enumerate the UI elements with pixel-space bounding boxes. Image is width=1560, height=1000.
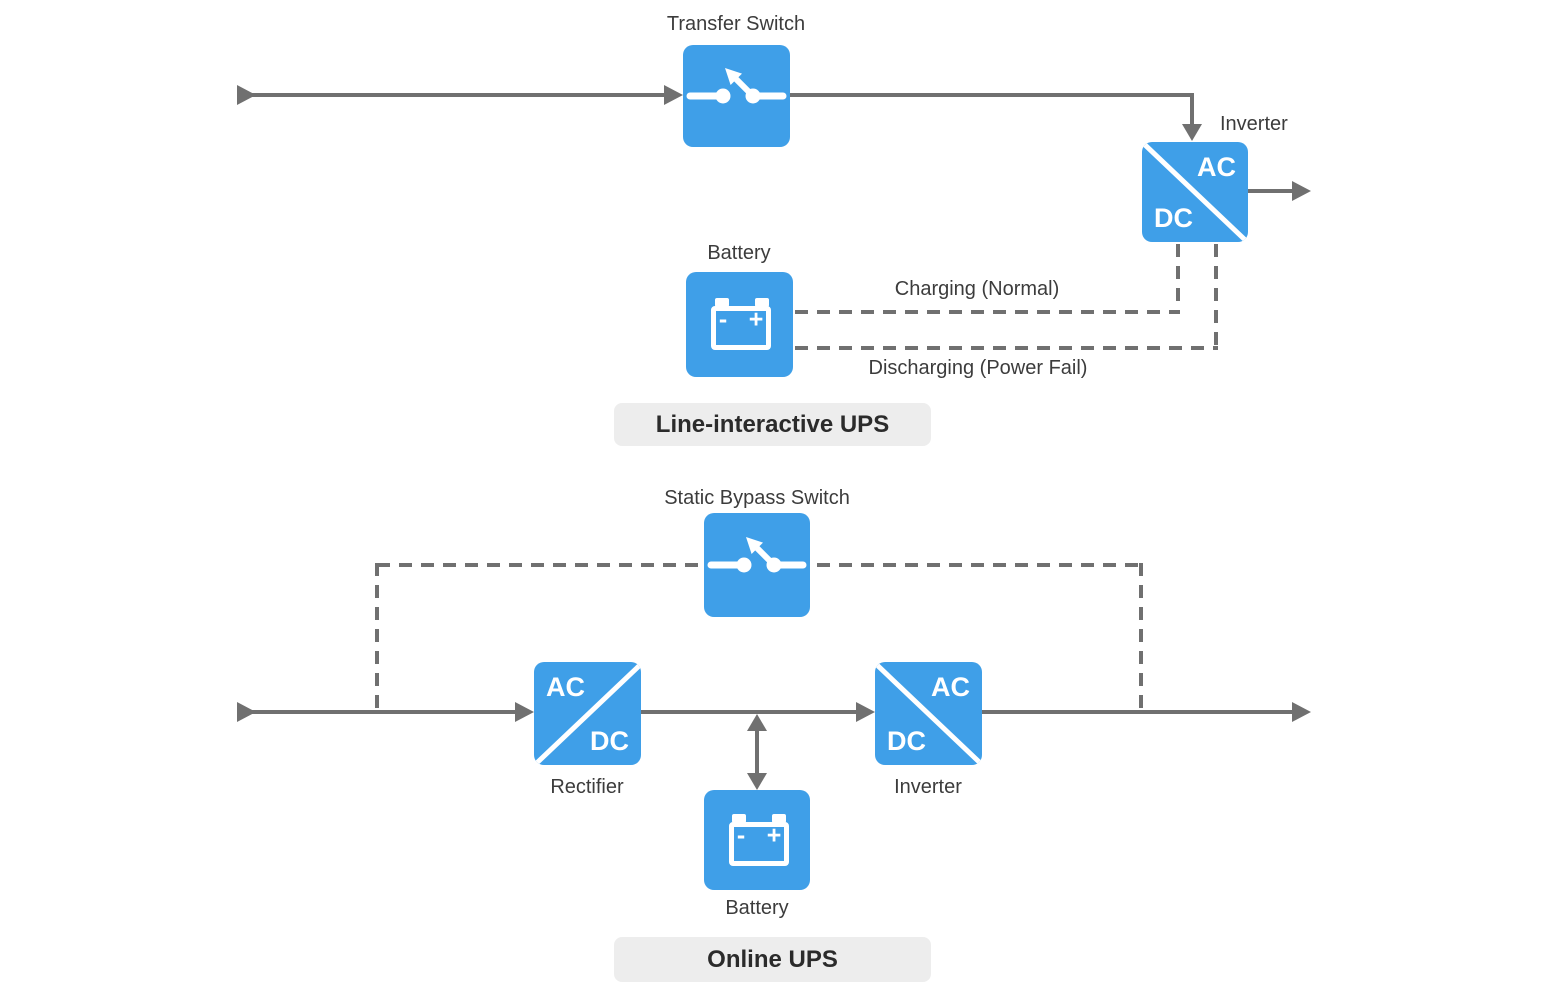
arrow-into-rectifier-icon (515, 702, 534, 722)
output-line (1248, 189, 1294, 193)
switch-to-inverter-line (790, 93, 1194, 97)
switch-icon (686, 68, 787, 104)
output-arrow-icon (1292, 181, 1311, 201)
battery-body (729, 822, 789, 866)
battery-node: - + (704, 790, 810, 890)
line-interactive-ups-badge-text: Line-interactive UPS (655, 410, 890, 438)
battery-link-up-arrow-icon (747, 714, 767, 731)
charging-dashed-line (795, 310, 1180, 314)
battery-link-down-arrow-icon (747, 773, 767, 790)
online-ups-badge: Online UPS (614, 937, 931, 982)
battery-minus-sign: - (718, 305, 728, 334)
battery-terminal (715, 298, 729, 307)
discharging-dashed-line (795, 346, 1218, 350)
inverter-node: AC DC (1142, 142, 1248, 242)
battery-link-line (755, 728, 759, 776)
inverter-label: Inverter (1220, 113, 1288, 135)
inverter-ac-label: AC (931, 672, 970, 702)
bypass-dashed-riser-right (1139, 563, 1143, 712)
discharging-label: Discharging (Power Fail) (868, 357, 1088, 379)
rectifier-to-inverter-line (641, 710, 856, 714)
battery-body (711, 306, 771, 350)
switch-icon (707, 537, 807, 573)
inverter-label: Inverter (894, 776, 962, 798)
rectifier-label: Rectifier (550, 776, 624, 798)
online-ups-badge-text: Online UPS (707, 945, 838, 973)
inverter-ac-label: AC (1197, 152, 1236, 182)
rectifier-dc-label: DC (590, 726, 629, 756)
inverter-node: AC DC (875, 662, 982, 765)
battery-node: - + (686, 272, 793, 377)
arrow-into-inverter-icon (856, 702, 875, 722)
battery-label: Battery (707, 242, 771, 264)
discharging-dashed-riser (1214, 244, 1218, 348)
battery-plus-sign: + (748, 305, 764, 334)
output-line (982, 710, 1292, 714)
battery-plus-sign: + (766, 821, 782, 850)
charging-dashed-riser (1176, 244, 1180, 312)
battery-icon: - + (704, 790, 810, 890)
input-line (250, 710, 516, 714)
battery-icon: - + (686, 272, 793, 377)
arrow-into-transfer-switch-icon (664, 85, 683, 105)
input-line (250, 93, 665, 97)
battery-minus-sign: - (736, 821, 746, 850)
down-to-inverter-line (1190, 93, 1194, 125)
line-interactive-ups-badge: Line-interactive UPS (614, 403, 931, 446)
output-arrow-icon (1292, 702, 1311, 722)
battery-terminal (772, 814, 786, 823)
transfer-switch-label: Transfer Switch (666, 13, 806, 35)
battery-label: Battery (725, 897, 789, 919)
battery-terminal (732, 814, 746, 823)
input-arrow-icon (237, 85, 256, 105)
input-arrow-icon (237, 702, 256, 722)
bypass-dashed-riser-left (375, 563, 379, 712)
static-bypass-switch-node (704, 513, 810, 617)
rectifier-ac-label: AC (546, 672, 585, 702)
inverter-dc-label: DC (887, 726, 926, 756)
inverter-dc-label: DC (1154, 203, 1193, 233)
charging-label: Charging (Normal) (894, 278, 1060, 300)
static-bypass-switch-label: Static Bypass Switch (664, 487, 850, 509)
battery-terminal (755, 298, 769, 307)
transfer-switch-node (683, 45, 790, 147)
arrow-into-inverter-icon (1182, 124, 1202, 141)
rectifier-node: AC DC (534, 662, 641, 765)
